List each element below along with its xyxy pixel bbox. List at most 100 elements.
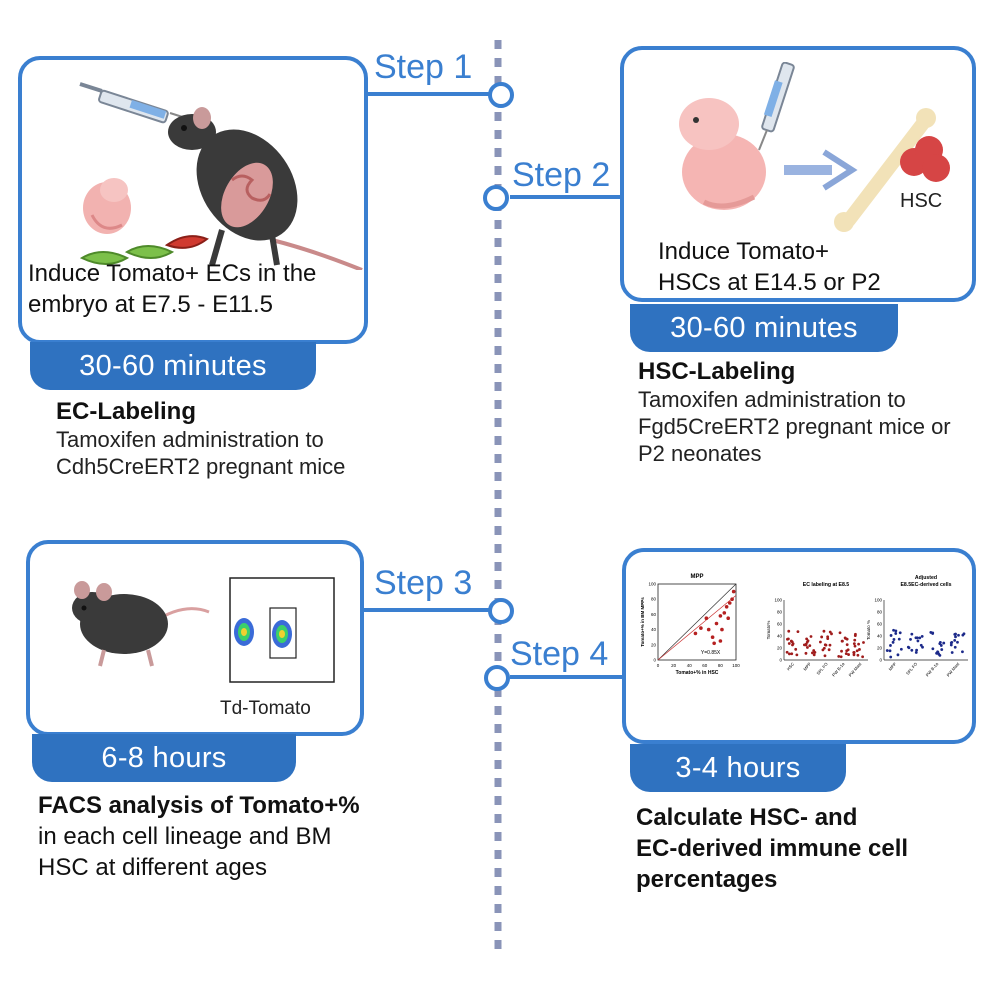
chart2-point [853,644,857,648]
step-4-label: Step 4 [510,635,609,673]
chart2-point [804,651,808,655]
chart3-title-0: Adjusted [915,575,937,581]
chart3-point [910,648,914,652]
chart3-point [915,648,919,652]
chart2-xtick-1: MPP [802,661,812,671]
chart1-point-1 [699,626,703,630]
chart2-point [841,639,844,643]
chart1-point-4 [710,635,715,639]
chart3-point [889,644,892,647]
chart2-ytick-0: 0 [779,658,782,663]
chart2-point [786,637,790,641]
chart2-title-0: EC labeling at E8.5 [803,582,850,588]
chart1-point-8 [722,611,727,615]
chart3-point [954,635,957,639]
chart3-point [938,641,942,644]
chart2-point [853,638,857,642]
chart2-point [820,635,824,639]
chart2-xtick-3: PW B-1a [831,661,846,678]
chart3-point [918,636,922,640]
step-2-label: Step 2 [512,156,611,194]
chart2-point [790,652,794,656]
chart2-point [840,649,843,653]
chart1-point-12 [730,597,734,601]
panel1-desc-line1: Tamoxifen administration to [56,427,324,452]
chart1-ytick-1: 20 [651,642,657,647]
chart1-frame [657,583,737,661]
chart3-point [894,629,898,633]
chart3-point [889,634,893,637]
chart2-point [839,655,843,659]
chart2-point [845,649,849,653]
chart2-point [826,635,830,639]
chart1-point-2 [704,616,709,620]
chart2-point [844,652,848,656]
chart3-ytick-0: 0 [879,658,882,663]
chart1-xtick-1: 20 [671,663,677,668]
chart1-title: MPP [690,574,703,580]
pregnant-mouse-illustration [79,82,363,270]
chart1-ylabel: Tomato+% in BM MPPs [640,597,645,647]
chart3-point [892,628,895,632]
chart2-point [856,653,860,657]
chart3-point [949,643,953,647]
chart3-point [914,651,918,654]
chart3-point [897,637,901,641]
mouse-illustration [72,581,210,667]
panel3-duration-badge: 6-8 hours [32,734,296,782]
step-3-node [488,598,514,624]
chart1-point-0 [693,631,698,636]
step-1-connector [362,92,492,96]
panel2-desc-line1: Tamoxifen administration to [638,387,906,412]
chart1-point-15 [718,639,723,643]
chart1-point-3 [706,627,711,632]
chart3-point [892,638,896,641]
chart2-point [806,646,809,649]
chart3-point [920,635,924,638]
chart2-point [787,629,791,633]
chart3-point [907,646,911,650]
panel2-desc-line2: Fgd5CreERT2 pregnant mice or [638,414,951,439]
hsc-bone-label: HSC [900,190,943,212]
chart2-point [855,649,859,653]
chart2-point [853,634,857,638]
chart1-xtick-5: 100 [732,663,740,668]
chart3-ytick-3: 60 [877,622,883,627]
chart3-point [953,632,957,636]
chart3-xtick-3: PW Mast [946,661,961,678]
chart2-point [806,639,810,643]
chart1-point-13 [731,589,736,594]
chart3-ytick-4: 80 [877,610,883,615]
step-2-node [483,185,509,211]
chart3-point [949,641,953,645]
chart2-point [787,642,791,645]
chart2-ytick-3: 60 [777,622,783,627]
timeline-dashed-line [494,40,502,956]
chart1-point-11 [727,601,732,605]
chart3-point [957,633,960,637]
chart3-ytick-2: 40 [877,634,883,639]
chart1-point-7 [720,627,724,632]
chart1-ytick-0: 0 [653,658,656,663]
panel1-title: EC-Labeling [56,398,197,425]
chart2-ytick-2: 40 [777,634,783,639]
chart1-xtick-0: 0 [657,663,660,668]
chart2-point [845,637,849,641]
chart2-ytick-5: 100 [774,598,782,603]
chart3-point [961,650,964,654]
chart3-point [910,632,914,636]
chart2-point [845,643,849,647]
chart2-point [837,654,841,658]
chart3-point [953,645,957,649]
panel3-desc-line2: HSC at different ages [38,854,268,881]
chart2-point [852,651,856,654]
chart2-ylabel: Tomato% [766,621,771,640]
chart2-point [812,649,816,652]
chart3-point [936,650,940,654]
panel1-desc-line2: Cdh5CreERT2 pregnant mice [56,454,346,479]
chart2-point [852,642,856,646]
chart2-point [847,653,850,656]
chart3-point [940,648,944,651]
chart2-point [843,636,847,640]
